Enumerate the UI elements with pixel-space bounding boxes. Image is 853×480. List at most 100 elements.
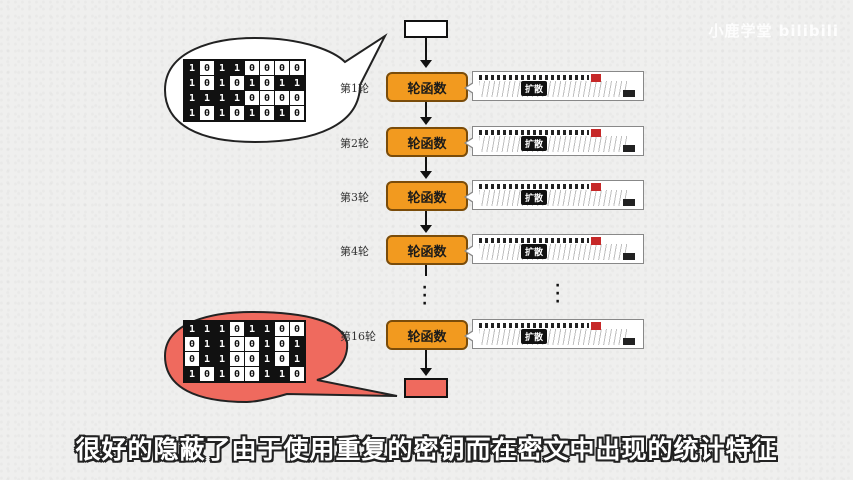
round-label: 第16轮 bbox=[340, 330, 376, 343]
bit-cell: 1 bbox=[230, 91, 244, 105]
expand-card: 扩散 bbox=[464, 234, 644, 264]
round-label: 第1轮 bbox=[340, 82, 369, 95]
bit-cell: 0 bbox=[185, 352, 199, 366]
flow-line bbox=[425, 350, 427, 368]
bit-cell: 0 bbox=[200, 61, 214, 75]
bit-cell: 1 bbox=[275, 367, 289, 381]
expand-card: 扩散 bbox=[464, 126, 644, 156]
bit-cell: 1 bbox=[230, 61, 244, 75]
bit-cell: 1 bbox=[260, 352, 274, 366]
expand-label: 扩散 bbox=[521, 329, 548, 344]
bit-cell: 0 bbox=[275, 352, 289, 366]
flow-line bbox=[425, 264, 427, 276]
bit-cell: 1 bbox=[185, 61, 199, 75]
flow-line bbox=[425, 38, 427, 62]
bit-cell: 1 bbox=[215, 61, 229, 75]
bit-cell: 0 bbox=[275, 91, 289, 105]
expand-label: 扩散 bbox=[521, 81, 548, 96]
round-function: 轮函数 bbox=[386, 320, 468, 350]
bit-cell: 1 bbox=[215, 91, 229, 105]
bit-cell: 1 bbox=[215, 106, 229, 120]
bit-cell: 0 bbox=[260, 91, 274, 105]
expand-card: 扩散 bbox=[464, 319, 644, 349]
arrow-down-icon bbox=[420, 171, 432, 179]
bit-cell: 0 bbox=[245, 91, 259, 105]
bit-cell: 0 bbox=[290, 106, 304, 120]
bit-cell: 1 bbox=[290, 352, 304, 366]
plaintext-block bbox=[404, 20, 448, 38]
watermark: 小鹿学堂 bilibili bbox=[708, 22, 839, 40]
bit-cell: 1 bbox=[200, 322, 214, 336]
bit-cell: 1 bbox=[275, 106, 289, 120]
bit-cell: 1 bbox=[260, 367, 274, 381]
bit-cell: 0 bbox=[275, 322, 289, 336]
expand-card: 扩散 bbox=[464, 180, 644, 210]
expand-label: 扩散 bbox=[521, 190, 548, 205]
bit-cell: 0 bbox=[245, 61, 259, 75]
bit-cell: 1 bbox=[245, 76, 259, 90]
bit-cell: 0 bbox=[260, 106, 274, 120]
bit-cell: 1 bbox=[215, 367, 229, 381]
round-label: 第4轮 bbox=[340, 245, 369, 258]
round-label: 第3轮 bbox=[340, 191, 369, 204]
bit-cell: 1 bbox=[185, 322, 199, 336]
bit-cell: 0 bbox=[290, 61, 304, 75]
bit-cell: 1 bbox=[290, 337, 304, 351]
bit-cell: 0 bbox=[230, 322, 244, 336]
round-function: 轮函数 bbox=[386, 127, 468, 157]
flow-line bbox=[425, 100, 427, 118]
bit-cell: 0 bbox=[260, 61, 274, 75]
bit-cell: 1 bbox=[245, 106, 259, 120]
bit-cell: 0 bbox=[275, 61, 289, 75]
round-label: 第2轮 bbox=[340, 137, 369, 150]
bit-cell: 1 bbox=[200, 337, 214, 351]
bit-cell: 1 bbox=[245, 322, 259, 336]
bit-cell: 1 bbox=[215, 337, 229, 351]
bit-cell: 1 bbox=[275, 76, 289, 90]
expand-label: 扩散 bbox=[521, 244, 548, 259]
bit-cell: 1 bbox=[185, 91, 199, 105]
arrow-down-icon bbox=[420, 117, 432, 125]
bit-cell: 0 bbox=[290, 91, 304, 105]
bit-cell: 1 bbox=[260, 322, 274, 336]
bit-cell: 0 bbox=[275, 337, 289, 351]
round-function: 轮函数 bbox=[386, 235, 468, 265]
bit-cell: 0 bbox=[290, 322, 304, 336]
round-function: 轮函数 bbox=[386, 72, 468, 102]
flow-line bbox=[425, 210, 427, 226]
bit-cell: 0 bbox=[230, 337, 244, 351]
bit-cell: 0 bbox=[185, 337, 199, 351]
bit-cell: 0 bbox=[230, 352, 244, 366]
arrow-down-icon bbox=[420, 368, 432, 376]
bit-cell: 0 bbox=[230, 106, 244, 120]
bit-cell: 0 bbox=[290, 367, 304, 381]
bit-cell: 0 bbox=[200, 106, 214, 120]
round-function: 轮函数 bbox=[386, 181, 468, 211]
bit-cell: 1 bbox=[215, 322, 229, 336]
subtitle: 很好的隐蔽了由于使用重复的密钥而在密文中出现的统计特征 bbox=[75, 435, 778, 464]
bit-cell: 1 bbox=[215, 76, 229, 90]
ellipsis-dots-center: ··· bbox=[422, 280, 428, 312]
bit-cell: 0 bbox=[200, 76, 214, 90]
bit-cell: 1 bbox=[200, 352, 214, 366]
bit-cell: 0 bbox=[230, 367, 244, 381]
bit-cell: 1 bbox=[185, 367, 199, 381]
bit-cell: 1 bbox=[290, 76, 304, 90]
bit-cell: 1 bbox=[185, 106, 199, 120]
bit-cell: 0 bbox=[200, 367, 214, 381]
bit-cell: 0 bbox=[245, 352, 259, 366]
ciphertext-block bbox=[404, 378, 448, 398]
bit-cell: 1 bbox=[215, 352, 229, 366]
arrow-down-icon bbox=[420, 225, 432, 233]
flow-line bbox=[425, 156, 427, 172]
bit-cell: 0 bbox=[245, 337, 259, 351]
bit-cell: 1 bbox=[200, 91, 214, 105]
expand-card: 扩散 bbox=[464, 71, 644, 101]
bit-cell: 1 bbox=[185, 76, 199, 90]
ellipsis-dots-right: ··· bbox=[555, 278, 561, 310]
bit-cell: 0 bbox=[260, 76, 274, 90]
arrow-down-icon bbox=[420, 60, 432, 68]
bit-cell: 0 bbox=[245, 367, 259, 381]
